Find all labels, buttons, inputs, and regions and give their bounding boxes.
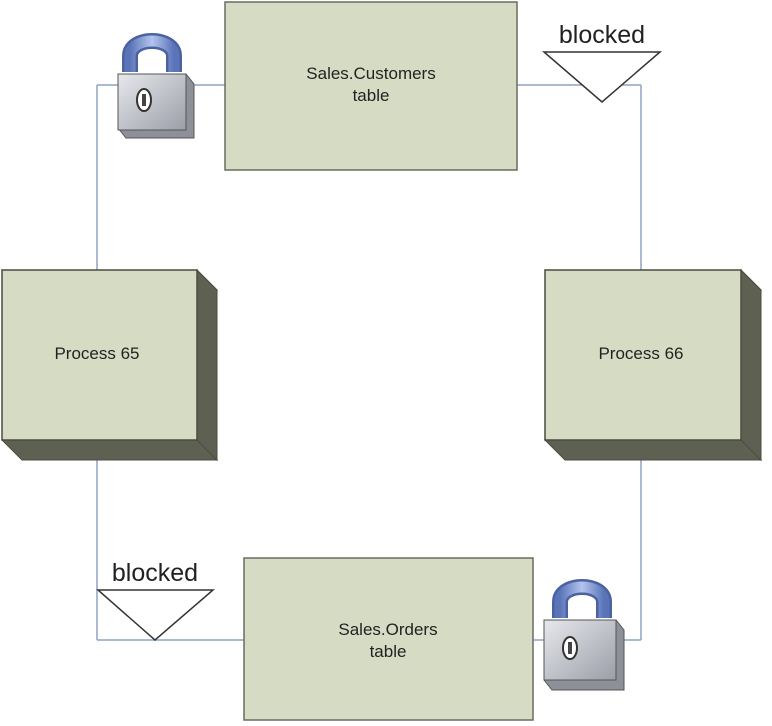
customers-table-box: Sales.Customers table [224, 1, 518, 171]
blocked-marker-bottom: blocked [96, 559, 216, 641]
blocked-marker-top: blocked [541, 21, 663, 103]
padlock-icon [543, 579, 625, 691]
process-65-box: Process 65 [0, 268, 219, 462]
customers-table-name: Sales.Customers [306, 64, 435, 83]
blocked-label-top: blocked [559, 21, 645, 49]
blocked-triangle-icon [96, 589, 216, 641]
blocked-label-bottom: blocked [112, 559, 198, 587]
process-65-label: Process 65 [54, 344, 139, 363]
orders-table-label: table [370, 642, 407, 661]
customers-table-label: table [353, 86, 390, 105]
orders-table-box: Sales.Orders table [243, 557, 534, 721]
blocked-triangle-icon [541, 51, 663, 103]
padlock-icon [117, 33, 195, 139]
connector-lines [96, 84, 642, 641]
process-66-box: Process 66 [543, 268, 763, 462]
process-66-label: Process 66 [598, 344, 683, 363]
orders-table-name: Sales.Orders [338, 620, 437, 639]
